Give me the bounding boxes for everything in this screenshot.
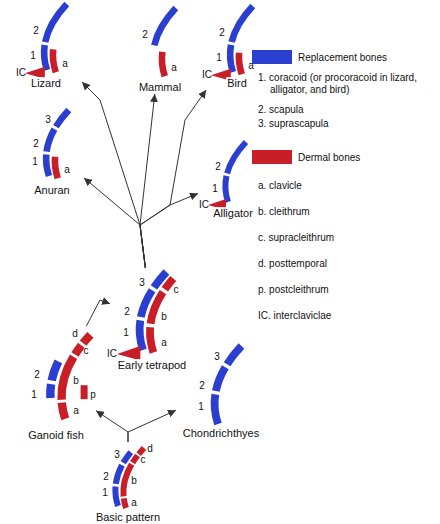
callout-letter: a xyxy=(64,164,70,175)
dermal-bone xyxy=(53,6,76,72)
callout-letter: a xyxy=(131,497,137,508)
callout-letter: 2 xyxy=(215,161,221,172)
taxon-name: Mammal xyxy=(138,81,182,94)
derivation-arrow xyxy=(86,300,110,326)
taxon-name: Lizard xyxy=(30,77,62,90)
dermal-bone xyxy=(62,335,91,419)
key-entry: a. clavicle xyxy=(258,180,302,192)
callout-letter: 2 xyxy=(33,138,39,149)
key-entry: p. postcleithrum xyxy=(258,284,329,296)
key-entry: 1. coracoid (or procoracoid in lizard, a… xyxy=(258,72,420,96)
callout-letter: 1 xyxy=(102,487,108,498)
legend-row: Dermal bones xyxy=(252,150,360,164)
taxon-name: Anuran xyxy=(33,184,70,197)
callout-letter: 1 xyxy=(31,389,37,400)
key-entry: 2. scapula xyxy=(258,104,304,116)
anuran-girdle xyxy=(46,110,77,178)
callout-letter: d xyxy=(72,328,78,339)
callout-letter: 1 xyxy=(198,401,204,412)
replacement-bone xyxy=(225,142,246,202)
callout-letter: 2 xyxy=(199,380,205,391)
taxon-name: Alligator xyxy=(212,207,254,220)
girdle-diagram: Mammal xyxy=(128,2,192,94)
replacement-bone xyxy=(215,346,242,424)
legend-row: Replacement bones xyxy=(252,50,387,64)
callout-letter: 2 xyxy=(34,369,40,380)
callout-letter: 1 xyxy=(123,327,129,338)
taxon-name: Bird xyxy=(226,77,248,90)
legend-text: Replacement bones xyxy=(298,52,387,63)
postcleithrum-shape xyxy=(81,385,88,399)
taxon-name: Chondrichthyes xyxy=(182,427,260,440)
callout-letter: b xyxy=(73,375,79,386)
key-entry: 3. suprascapula xyxy=(258,118,329,130)
callout-letter: c xyxy=(84,345,89,356)
callout-letter: IC xyxy=(107,348,117,359)
derivation-arrow xyxy=(140,193,198,268)
callout-letter: 2 xyxy=(219,27,225,38)
callout-letter: p xyxy=(90,389,96,400)
girdle-diagram: Anuran xyxy=(20,105,84,197)
derivation-arrow xyxy=(84,178,145,268)
derivation-arrow xyxy=(140,94,155,268)
key-entry: b. cleithrum xyxy=(258,206,310,218)
callout-letter: IC xyxy=(199,199,209,210)
callout-letter: c xyxy=(141,454,146,465)
girdle-diagram: Early tetrapod xyxy=(110,268,194,372)
key-entry: IC. interclaviclae xyxy=(258,310,331,322)
callout-letter: d xyxy=(147,443,153,454)
callout-letter: c xyxy=(174,284,179,295)
callout-letter: IC xyxy=(16,67,26,78)
derivation-arrow xyxy=(128,410,176,442)
callout-letter: a xyxy=(73,405,79,416)
callout-letter: IC xyxy=(202,69,212,80)
callout-letter: b xyxy=(131,475,137,486)
legend-swatch xyxy=(252,50,292,64)
dermal-bone xyxy=(162,10,185,76)
taxon-name: Basic pattern xyxy=(95,511,161,524)
callout-letter: a xyxy=(62,58,68,69)
callout-letter: 3 xyxy=(214,351,220,362)
callout-letter: b xyxy=(161,311,167,322)
dermal-bone xyxy=(55,112,78,178)
legend-text: Dermal bones xyxy=(298,152,360,163)
key-entry: d. posttemporal xyxy=(258,258,327,270)
girdle-diagram: Ganoid fish xyxy=(16,326,96,442)
callout-letter: a xyxy=(171,62,177,73)
callout-letter: 3 xyxy=(139,277,145,288)
callout-letter: 1 xyxy=(30,50,36,61)
callout-letter: 2 xyxy=(33,25,39,36)
taxon-name: Early tetrapod xyxy=(117,359,187,372)
callout-letter: a xyxy=(161,337,167,348)
taxon-name: Ganoid fish xyxy=(27,429,85,442)
girdle-diagram: Chondrichthyes xyxy=(176,340,266,440)
callout-letter: 3 xyxy=(114,449,120,460)
early-tetrapod-girdle xyxy=(117,272,177,360)
dermal-bone xyxy=(150,275,177,353)
chondrichthyes-girdle xyxy=(215,346,242,424)
callout-letter: 2 xyxy=(142,29,148,40)
callout-letter: 1 xyxy=(32,156,38,167)
dermal-bone xyxy=(239,8,262,74)
callout-letter: 3 xyxy=(45,114,51,125)
mammal-girdle xyxy=(153,8,184,76)
derivation-arrow xyxy=(96,411,128,442)
callout-letter: 2 xyxy=(124,306,130,317)
key-entry: c. supracleithrum xyxy=(258,232,334,244)
bird-girdle xyxy=(211,6,262,81)
callout-letter: 2 xyxy=(103,471,109,482)
legend-swatch xyxy=(252,150,292,164)
ganoid-fish-girdle xyxy=(50,332,90,419)
lizard-girdle xyxy=(25,4,76,79)
derivation-arrow xyxy=(82,82,145,268)
alligator-girdle xyxy=(208,142,246,210)
callout-letter: 1 xyxy=(216,52,222,63)
callout-letter: 1 xyxy=(212,183,218,194)
derivation-arrow xyxy=(140,90,206,268)
girdle-diagram: Basic pattern xyxy=(86,442,170,524)
